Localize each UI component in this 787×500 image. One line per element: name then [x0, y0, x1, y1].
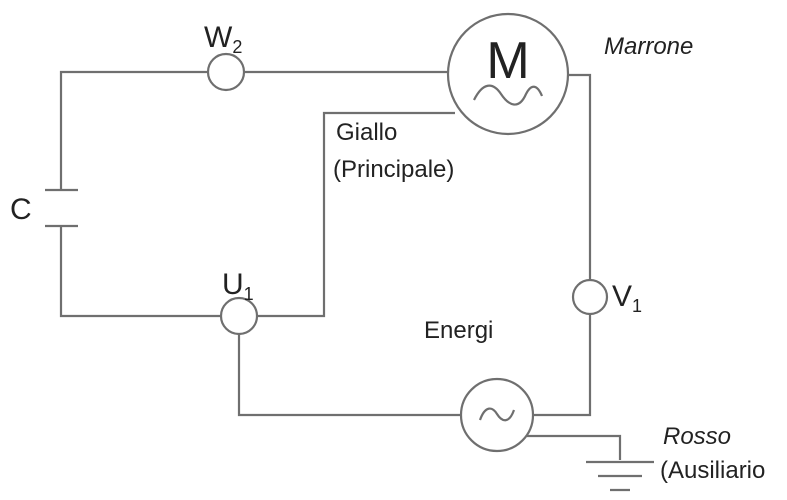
wire-v1-source	[534, 315, 592, 417]
terminal-v1	[571, 278, 609, 316]
capacitor-label: C	[10, 193, 32, 226]
capacitor-symbol	[45, 188, 78, 228]
label-principale: (Principale)	[333, 156, 454, 183]
label-marrone: Marrone	[604, 33, 693, 60]
wire-marrone	[567, 73, 592, 280]
terminal-u1	[219, 296, 259, 336]
wire-giallo	[258, 111, 455, 318]
motor	[446, 12, 570, 136]
terminal-w2	[206, 52, 246, 92]
ground-icon	[586, 460, 654, 492]
label-w2: W2	[204, 21, 242, 57]
ac-source-icon	[478, 407, 516, 422]
wire-top	[59, 70, 208, 190]
label-rosso: Rosso	[663, 423, 731, 450]
label-energi: Energi	[424, 317, 493, 344]
wires	[59, 70, 622, 460]
wire-left-bottom	[59, 226, 220, 318]
label-giallo: Giallo	[336, 119, 397, 146]
wire-u1-source	[237, 334, 460, 417]
label-ausiliario: (Ausiliario	[660, 457, 765, 484]
motor-label: M	[486, 32, 529, 90]
sine-wave-icon	[473, 84, 544, 106]
ac-source	[459, 377, 535, 453]
label-u1: U1	[222, 268, 254, 304]
label-v1: V1	[612, 280, 642, 316]
